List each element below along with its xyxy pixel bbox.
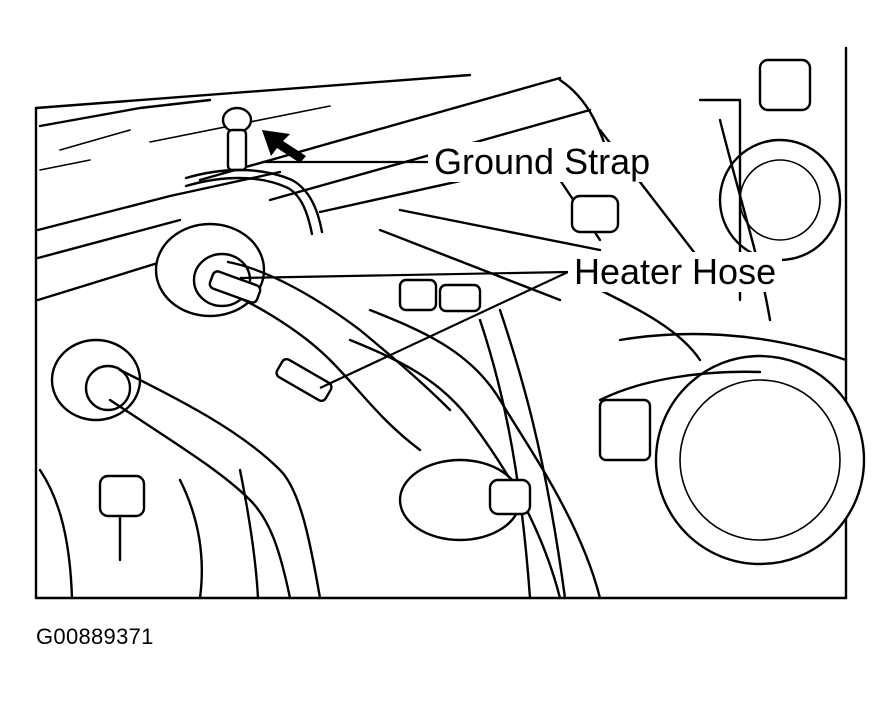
center-hose-assembly [348,278,602,600]
callout-leaders [239,160,569,389]
right-side-components [558,58,866,566]
pointer-arrow-icon [262,130,306,163]
heater-hose-label: Heater Hose [568,252,783,292]
lower-heater-hose [108,357,333,600]
upper-heater-hose [208,260,452,452]
ground-strap-label: Ground Strap [428,142,657,182]
lower-left-fitting [38,468,146,600]
ground-strap-part [184,106,324,236]
heater-core-tubes [50,222,266,422]
figure-id: G00889371 [36,624,154,649]
